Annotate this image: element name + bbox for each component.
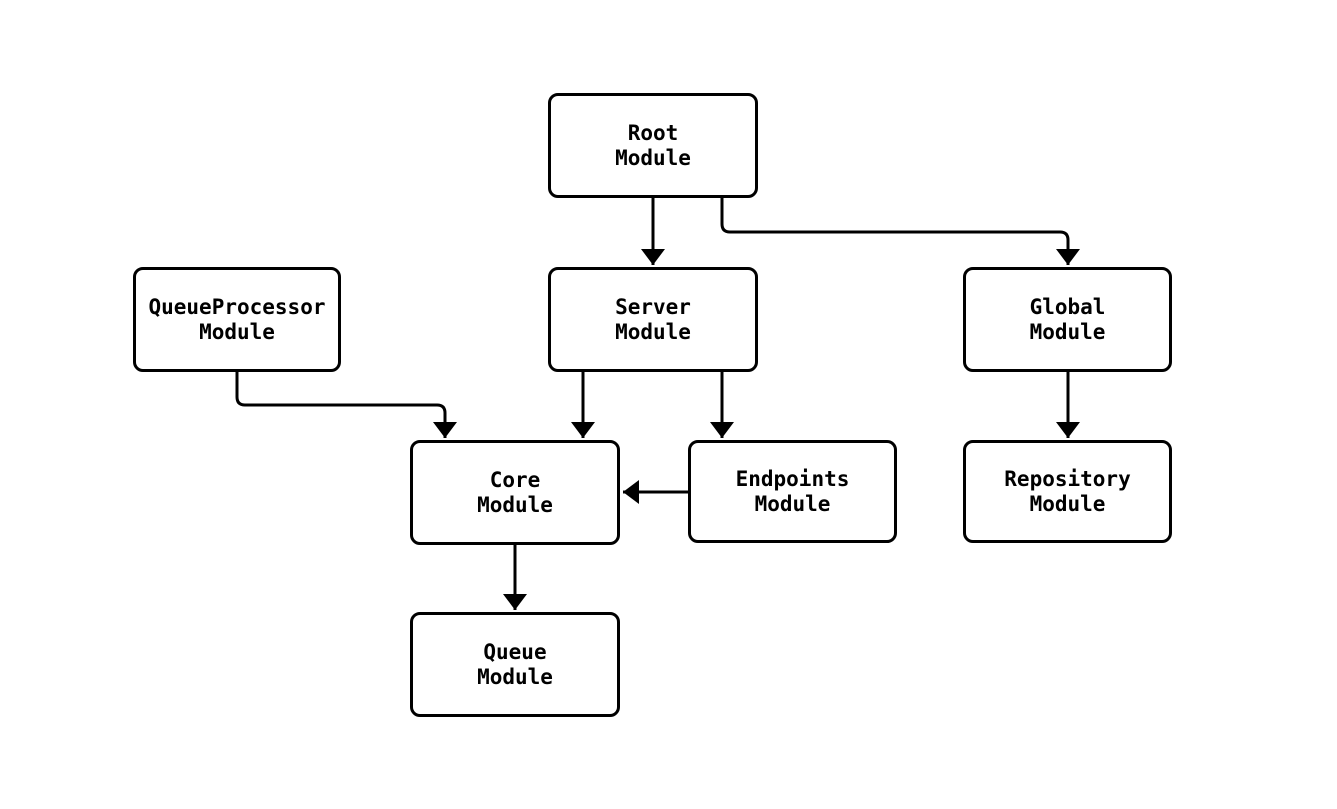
node-queue-module: Queue Module [410,612,620,717]
node-label: Core Module [477,467,553,517]
node-queue-processor-module: QueueProcessor Module [133,267,341,372]
node-label: Queue Module [477,639,553,689]
edge-queue-processor-module-to-core-module [235,372,457,438]
node-label: QueueProcessor Module [148,294,326,344]
node-label: Root Module [615,120,691,170]
node-label: Repository Module [1004,466,1131,516]
node-label: Endpoints Module [735,466,850,516]
node-server-module: Server Module [548,267,758,372]
node-global-module: Global Module [963,267,1172,372]
node-label: Server Module [615,294,691,344]
node-repository-module: Repository Module [963,440,1172,543]
node-label: Global Module [1029,294,1106,344]
edge-root-module-to-global-module [720,198,1080,265]
node-core-module: Core Module [410,440,620,545]
node-endpoints-module: Endpoints Module [688,440,897,543]
node-root-module: Root Module [548,93,758,198]
